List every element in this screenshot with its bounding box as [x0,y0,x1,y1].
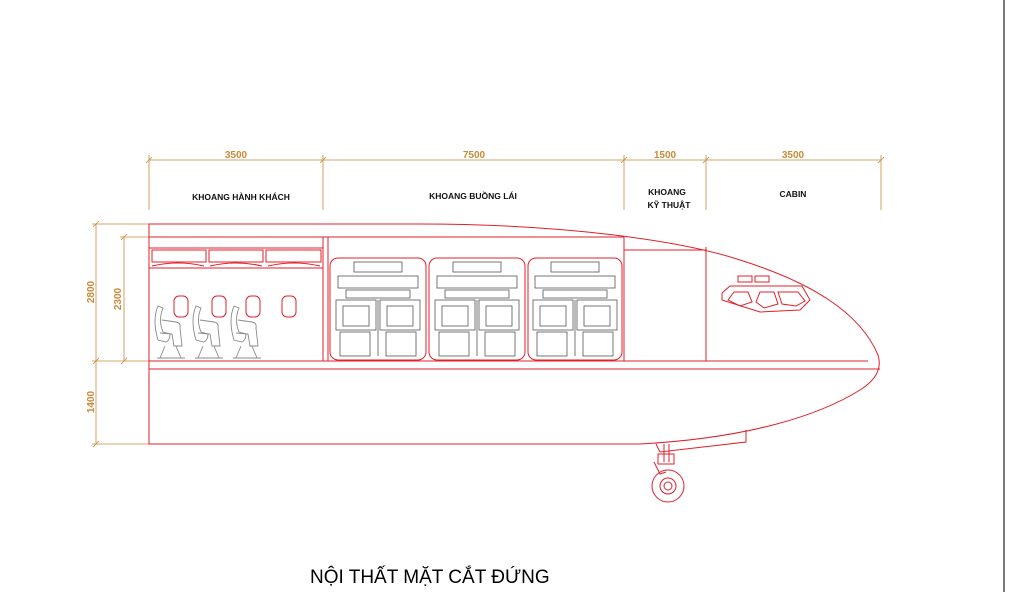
window-3 [245,295,261,318]
window-4 [281,295,297,318]
cockpit-bay-3 [527,257,623,361]
dimension-label-cockpit: 7500 [463,150,486,161]
passenger-seat-3 [230,305,261,359]
dimension-label-technical: 1500 [654,150,677,161]
window-1 [173,295,189,318]
passenger-seat-2 [192,305,223,359]
drawing-title: NỘI THẤT MẶT CẮT ĐỨNG [310,566,550,588]
dimension-label-cabin-height: 2300 [113,287,124,310]
dimension-label-total-height: 2800 [86,280,97,303]
zone-label-passenger: KHOANG HÀNH KHÁCH [192,192,290,202]
zone-label-cabin: CABIN [780,189,807,199]
passenger-compartment [149,247,323,359]
top-dimension-chain: 3500 7500 1500 3500 [145,150,885,210]
dimension-label-cabin: 3500 [782,150,805,161]
cockpit-bay-1 [329,257,427,361]
dimension-label-lower-height: 1400 [86,390,97,413]
dimension-label-passenger: 3500 [225,150,248,161]
zone-label-cockpit: KHOANG BUỒNG LÁI [429,190,517,201]
window-2 [211,295,227,318]
zone-label-technical-line2: KỸ THUẬT [648,199,692,210]
zone-label-technical-line1: KHOANG [648,187,686,197]
passenger-seat-1 [154,305,185,359]
cockpit-windshield [721,275,811,313]
left-dimension-chain: 2800 2300 1400 [86,220,149,448]
nose-landing-gear [651,430,747,503]
fuselage-outline [148,223,880,445]
cockpit-bay-2 [428,257,526,361]
